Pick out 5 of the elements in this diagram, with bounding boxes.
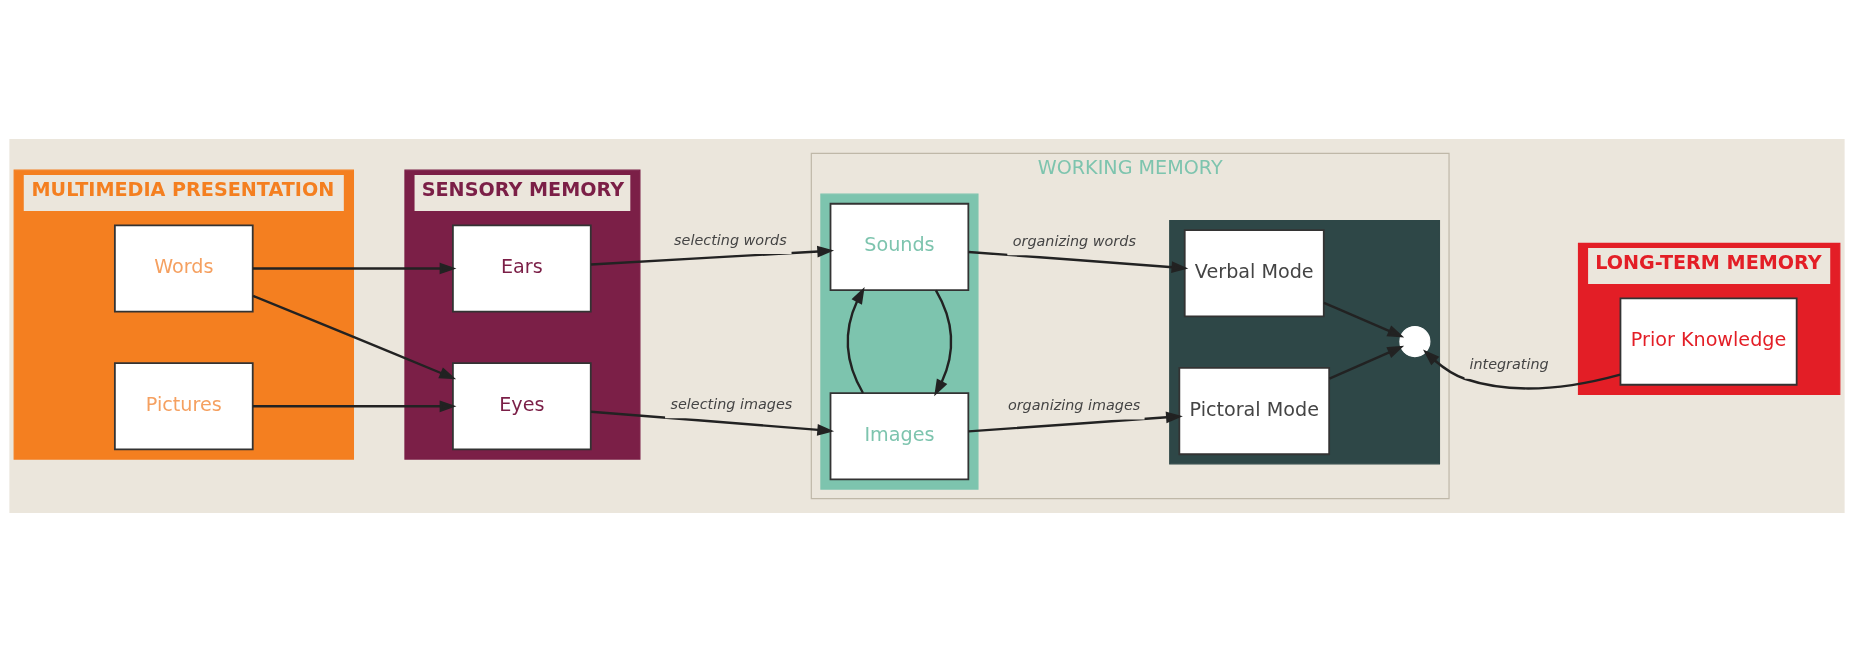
edge-label: organizing images (1007, 396, 1141, 413)
edge-label: selecting words (674, 231, 787, 248)
edge-label: selecting images (670, 395, 793, 412)
edge-label: integrating (1469, 355, 1549, 372)
edge-label: organizing words (1012, 232, 1136, 249)
